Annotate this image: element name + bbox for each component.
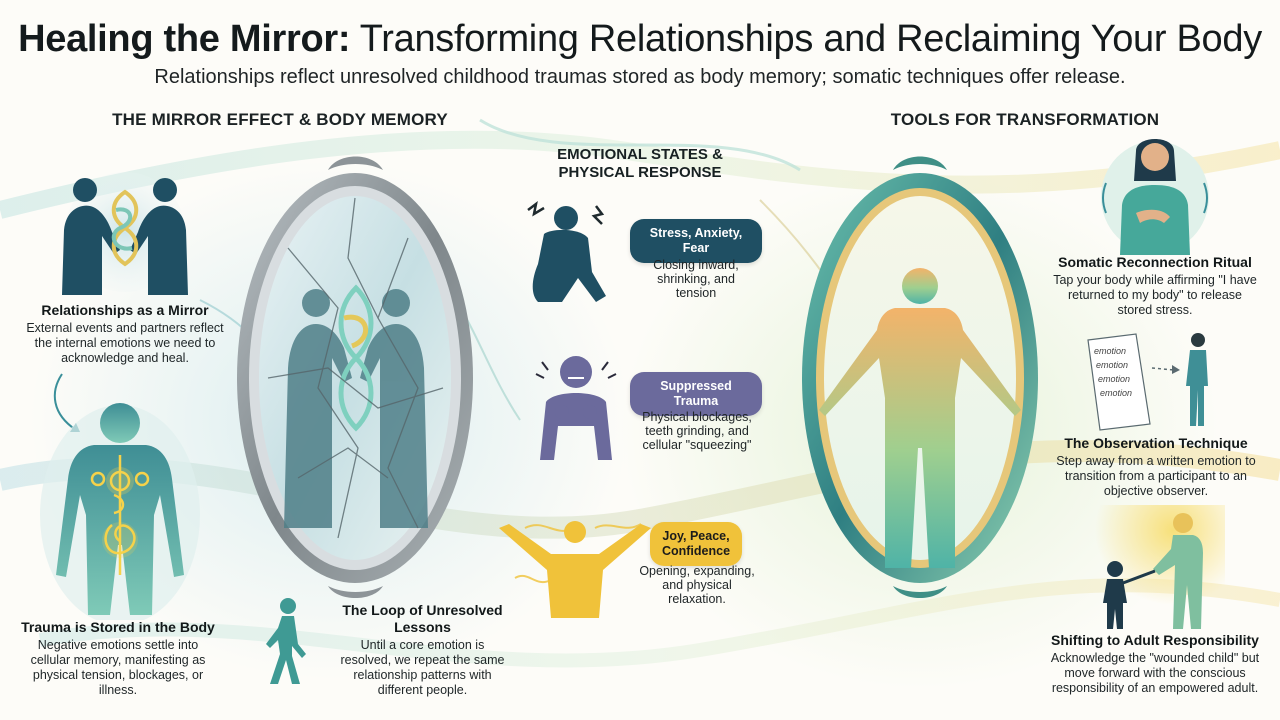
adult-responsibility-title: Shifting to Adult Responsibility — [1051, 632, 1259, 648]
paper-word-4: emotion — [1100, 388, 1132, 398]
trauma-stored-title: Trauma is Stored in the Body — [21, 619, 215, 635]
walking-figure-illustration — [266, 598, 306, 684]
joy-state-pill: Joy, Peace, Confidence — [650, 522, 742, 566]
page-title: Healing the Mirror: Transforming Relatio… — [18, 18, 1262, 60]
loop-lessons-title: The Loop of Unresolved Lessons — [342, 602, 503, 635]
joy-state-text: Opening, expanding, and physical relaxat… — [639, 564, 755, 606]
somatic-ritual-text: Tap your body while affirming "I have re… — [1053, 273, 1257, 317]
adult-responsibility-illustration — [1095, 505, 1225, 630]
observation-block: The Observation Technique Step away from… — [1056, 435, 1256, 499]
observation-illustration: emotion emotion emotion emotion — [1087, 333, 1208, 431]
suppressed-trauma-pill: Suppressed Trauma — [630, 372, 762, 416]
paper-word-3: emotion — [1098, 374, 1130, 384]
suppressed-figure-illustration — [535, 356, 617, 460]
paper-word-1: emotion — [1094, 346, 1126, 356]
center-section-heading: EMOTIONAL STATES & PHYSICAL RESPONSE — [557, 146, 723, 181]
relationships-mirror-text: External events and partners reflect the… — [26, 321, 224, 365]
paper-word-2: emotion — [1096, 360, 1128, 370]
adult-responsibility-block: Shifting to Adult Responsibility Acknowl… — [1040, 632, 1270, 696]
loop-lessons-block: The Loop of Unresolved Lessons Until a c… — [335, 602, 510, 698]
right-section-heading: TOOLS FOR TRANSFORMATION — [890, 110, 1160, 129]
trauma-stored-block: Trauma is Stored in the Body Negative em… — [18, 619, 218, 698]
stress-figure-illustration — [527, 201, 606, 302]
suppressed-trauma-text: Physical blockages, teeth grinding, and … — [642, 410, 752, 452]
page-subtitle: Relationships reflect unresolved childho… — [154, 66, 1126, 88]
left-section-heading: THE MIRROR EFFECT & BODY MEMORY — [112, 110, 448, 129]
relationships-mirror-title: Relationships as a Mirror — [41, 302, 209, 318]
broken-mirror-illustration — [237, 156, 473, 598]
observation-text: Step away from a written emotion to tran… — [1056, 454, 1256, 498]
adult-responsibility-text: Acknowledge the "wounded child" but move… — [1050, 651, 1260, 695]
trauma-stored-text: Negative emotions settle into cellular m… — [30, 638, 206, 697]
joy-figure-illustration — [499, 521, 651, 618]
somatic-ritual-title: Somatic Reconnection Ritual — [1058, 254, 1252, 270]
observation-title: The Observation Technique — [1064, 435, 1248, 451]
healed-mirror-illustration — [802, 156, 1038, 598]
trauma-body-illustration — [40, 403, 200, 620]
stress-state-text: Closing inward, shrinking, and tension — [653, 258, 739, 300]
relationship-mirror-illustration — [62, 172, 188, 295]
relationships-mirror-block: Relationships as a Mirror External event… — [25, 302, 225, 366]
somatic-ritual-block: Somatic Reconnection Ritual Tap your bod… — [1050, 254, 1260, 318]
stress-state-pill: Stress, Anxiety, Fear — [630, 219, 762, 263]
loop-lessons-text: Until a core emotion is resolved, we rep… — [340, 638, 505, 697]
somatic-ritual-illustration — [1101, 139, 1209, 255]
